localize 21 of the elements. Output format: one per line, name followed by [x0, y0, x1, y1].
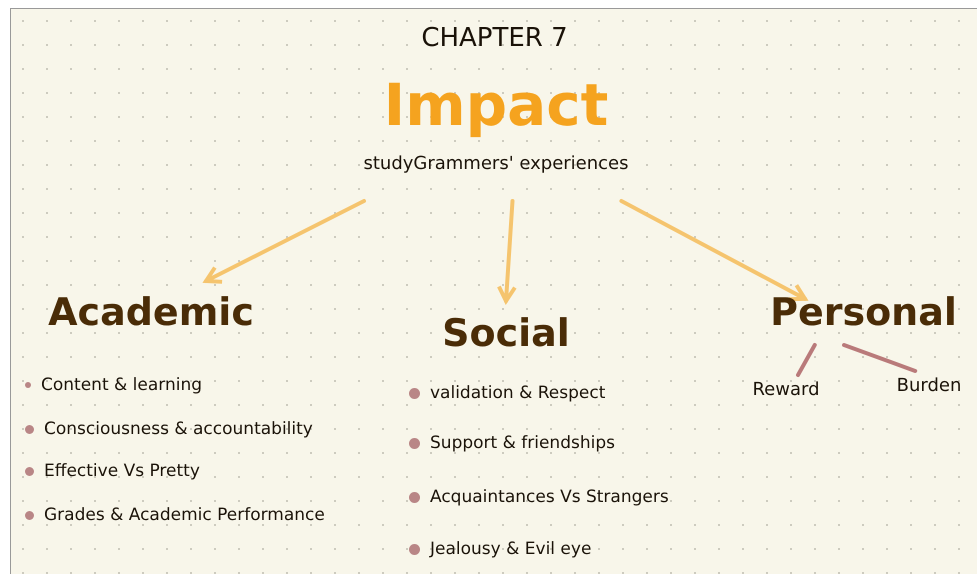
- chapter-title: CHAPTER 7: [420, 23, 569, 53]
- arrow: [204, 199, 366, 284]
- list-item: Content & learning: [41, 375, 202, 395]
- category-heading: Social: [441, 301, 571, 365]
- main-heading: Impact: [382, 71, 610, 139]
- list-item: validation & Respect: [430, 383, 606, 403]
- list-item: Grades & Academic Performance: [44, 505, 325, 525]
- arrow: [619, 199, 807, 302]
- connector-line: [796, 343, 817, 377]
- list-item: Acquaintances Vs Strangers: [430, 487, 669, 507]
- list-item: Effective Vs Pretty: [44, 461, 200, 481]
- arrow: [496, 199, 517, 303]
- category-heading: Academic: [41, 281, 261, 343]
- subtitle: studyGrammers' experiences: [362, 153, 630, 174]
- connector-line: [842, 343, 918, 373]
- list-item: Jealousy & Evil eye: [430, 539, 592, 559]
- list-item: Support & friendships: [430, 433, 615, 453]
- list-item: Consciousness & accountability: [44, 419, 313, 439]
- branch-label: Burden: [883, 371, 975, 401]
- category-heading: Personal: [766, 279, 961, 345]
- branch-label: Reward: [736, 375, 836, 405]
